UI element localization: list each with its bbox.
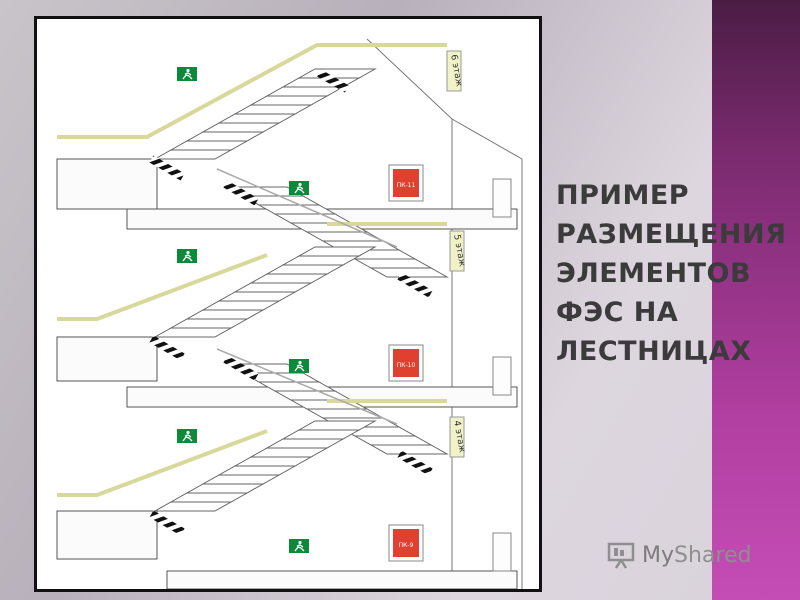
running-man-exit-icon [289, 539, 309, 553]
stair-step [169, 140, 249, 151]
stair-step [217, 113, 297, 124]
stair-step [153, 149, 233, 160]
floor-sign-4: 4 этаж [449, 416, 467, 458]
stair-step [233, 456, 313, 467]
watermark-text: MyShared [642, 542, 752, 568]
title-line-5: ЛЕСТНИЦАХ [556, 336, 752, 367]
photoluminescent-lines [57, 43, 447, 497]
hazard-stripes [149, 69, 433, 536]
stair-step [265, 438, 345, 449]
myshared-watermark: MyShared [606, 538, 751, 572]
floor-sign-5: 5 этаж [449, 230, 467, 272]
stair-step [217, 465, 297, 476]
stairwell-diagram: 6 этаж 5 этаж 4 этаж ПК-11 ПК-10 [34, 16, 542, 592]
running-man-exit-icon [289, 181, 309, 195]
stair-step [265, 86, 345, 97]
presentation-icon [607, 542, 635, 569]
stair-step [281, 255, 361, 266]
stair-step [297, 246, 377, 257]
running-man-exit-icon [177, 67, 197, 81]
stair-step [153, 327, 233, 338]
hydrant-cabinet-9: ПК-9 [388, 524, 424, 562]
stair-step [265, 264, 345, 275]
stair-step [281, 429, 361, 440]
stair-step [201, 474, 281, 485]
stair-step [217, 291, 297, 302]
stairwell-drawing: 6 этаж 5 этаж 4 этаж ПК-11 ПК-10 [56, 38, 523, 589]
stair-step [249, 447, 329, 458]
stair-step [249, 273, 329, 284]
stair-step [169, 318, 249, 329]
stair-step [185, 309, 265, 320]
stair-step [233, 282, 313, 293]
title-line-2: РАЗМЕЩЕНИЯ [556, 219, 787, 250]
running-man-exit-icon [289, 359, 309, 373]
svg-text:ПК-10: ПК-10 [397, 362, 416, 369]
stair-step [353, 435, 433, 446]
stair-step [201, 122, 281, 133]
svg-text:ПК-11: ПК-11 [397, 182, 416, 189]
title-line-1: ПРИМЕР [556, 180, 690, 211]
stair-step [369, 267, 449, 278]
slide-title: ПРИМЕР РАЗМЕЩЕНИЯ ЭЛЕМЕНТОВ ФЭС НА ЛЕСТН… [556, 176, 796, 371]
stair-step [297, 68, 377, 79]
title-line-3: ЭЛЕМЕНТОВ [556, 258, 752, 289]
title-line-4: ФЭС НА [556, 297, 679, 328]
hydrant-cabinet-11: ПК-11 [388, 164, 424, 202]
hydrant-cabinet-10: ПК-10 [388, 344, 424, 382]
stair-step [201, 300, 281, 311]
stair-step [233, 104, 313, 115]
stair-step [353, 258, 433, 269]
stair-step [185, 483, 265, 494]
floor-sign-6: 6 этаж [446, 50, 464, 92]
stair-step [249, 95, 329, 106]
stair-step [369, 444, 449, 455]
running-man-exit-icon [177, 249, 197, 263]
stair-step [169, 492, 249, 503]
svg-text:ПК-9: ПК-9 [399, 542, 414, 549]
stair-step [297, 420, 377, 431]
stair-step [153, 501, 233, 512]
running-man-exit-icon [177, 429, 197, 443]
stair-step [185, 131, 265, 142]
accent-band [712, 0, 800, 600]
